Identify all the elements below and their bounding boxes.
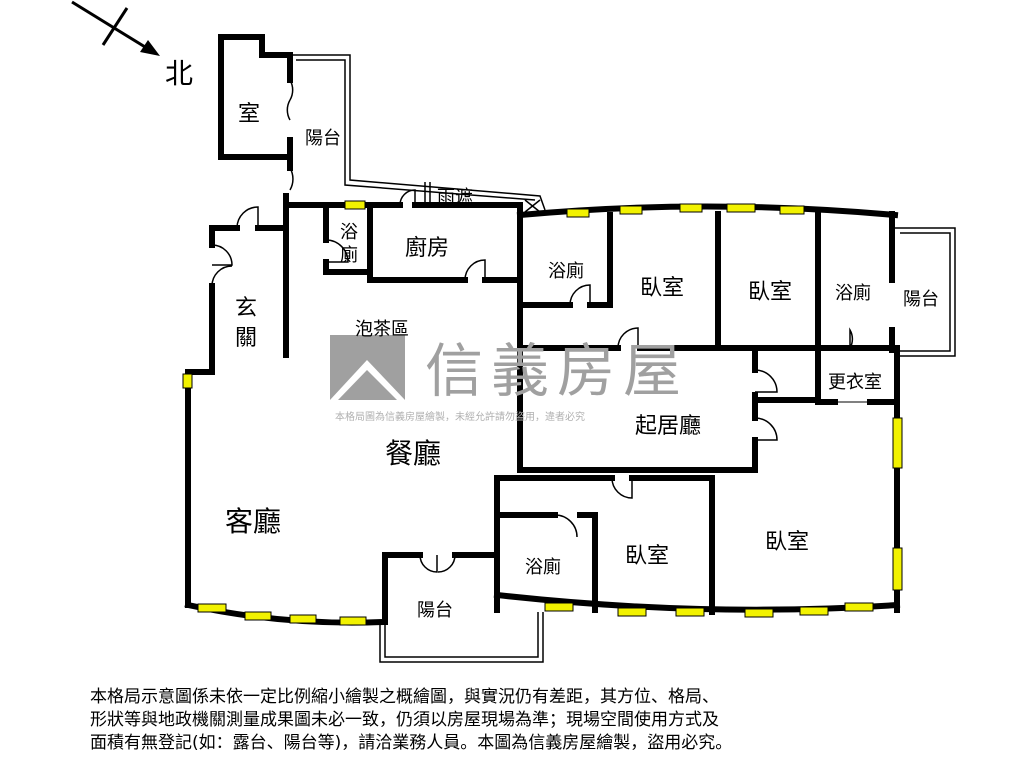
room-label-top-balcony: 陽台 [305, 128, 341, 149]
watermark-brand: 信義房屋 [425, 337, 690, 405]
room-label-bath-c: 浴廁 [525, 557, 561, 578]
room-label-small-bath-1: 浴 [340, 222, 358, 243]
room-label-bedroom-b: 臥室 [748, 280, 793, 305]
room-label-closet: 更衣室 [828, 372, 882, 393]
watermark-notice: 本格局圖為信義房屋繪製，未經允許請勿盜用，違者必究 [335, 412, 585, 423]
room-label-top-room: 室 [238, 102, 261, 127]
room-label-bath-b: 浴廁 [835, 283, 871, 304]
room-label-small-bath-2: 廁 [340, 245, 358, 266]
disclaimer: 本格局示意圖係未依一定比例縮小繪製之概繪圖，與實況仍有差距，其方位、格局、 形狀… [90, 686, 990, 755]
room-label-right-balcony: 陽台 [903, 289, 939, 310]
compass-north-label: 北 [165, 57, 194, 90]
room-label-kitchen: 廚房 [405, 236, 450, 261]
doors [211, 79, 870, 573]
room-label-canopy: 雨遮 [437, 187, 473, 208]
disclaimer-line-1: 本格局示意圖係未依一定比例縮小繪製之概繪圖，與實況仍有差距，其方位、格局、 [90, 687, 719, 707]
room-label-living: 客廳 [225, 505, 282, 538]
room-label-dining: 餐廳 [385, 437, 442, 470]
room-label-bath-a: 浴廁 [548, 261, 584, 282]
room-label-bedroom-d: 臥室 [765, 530, 810, 555]
windows [182, 200, 903, 626]
disclaimer-line-3: 面積有無登記(如：露台、陽台等)，請洽業務人員。本圖為信義房屋繪製，盜用必究。 [90, 733, 733, 753]
north-arrow-icon [71, 0, 160, 56]
room-label-foyer-2: 關 [235, 326, 258, 351]
room-label-tea-area: 泡茶區 [355, 319, 409, 340]
room-label-bottom-balcony: 陽台 [417, 600, 453, 621]
disclaimer-line-2: 形狀等與地政機關測量成果圖未必一致，仍須以房屋現場為準；現場空間使用方式及 [90, 710, 719, 730]
room-label-family-room: 起居廳 [635, 414, 702, 439]
room-label-foyer-1: 玄 [235, 296, 258, 321]
room-label-bedroom-c: 臥室 [625, 544, 670, 569]
room-label-bedroom-a: 臥室 [640, 276, 685, 301]
balcony-outlines [292, 54, 956, 663]
